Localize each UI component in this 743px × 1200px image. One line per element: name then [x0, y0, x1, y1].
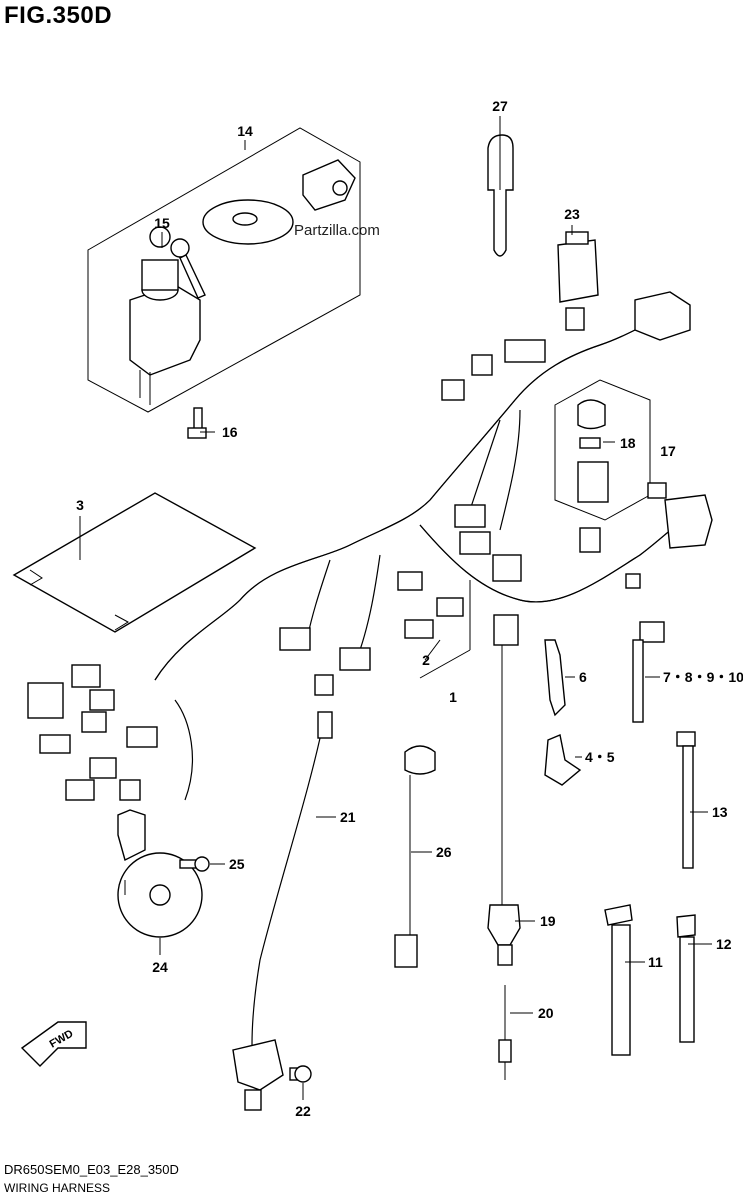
- o-ring-20: [498, 985, 512, 1080]
- ignition-switch: [129, 259, 201, 405]
- callout-3: 3: [76, 497, 84, 513]
- fuel-cap-lock: [202, 199, 294, 245]
- harness-connector-front-left: [27, 664, 158, 801]
- callout-20: 20: [538, 1005, 554, 1021]
- cable-tie-11: [604, 904, 633, 1056]
- callout-19: 19: [540, 913, 556, 929]
- starter-relay: [557, 231, 599, 331]
- cable-tie-13: [676, 731, 696, 869]
- harness-connector-mid: [279, 339, 601, 696]
- screw-22: [289, 1065, 312, 1083]
- forward-arrow: FWD: [20, 1021, 87, 1067]
- callout-12: 12: [716, 936, 732, 952]
- callout-24: 24: [152, 959, 168, 975]
- seat-lock-cylinder: [302, 159, 356, 211]
- callout-2: 2: [422, 652, 430, 668]
- ignition-key: [149, 226, 206, 299]
- leader-lines: [79, 116, 712, 1100]
- callout-17: 17: [660, 443, 676, 459]
- horn: [117, 809, 203, 938]
- fuse-box-parts: [577, 399, 609, 503]
- callout-22: 22: [295, 1103, 311, 1119]
- switch-lead-19: [487, 614, 521, 966]
- instruction-sheet: [12, 492, 257, 633]
- clamp-6: [544, 639, 566, 717]
- callout-4-5: 4・5: [585, 749, 615, 765]
- cable-tie-7-10: [632, 621, 665, 723]
- clamp-4-5: [544, 734, 582, 786]
- watermark: Partzilla.com: [294, 222, 380, 239]
- callout-13: 13: [712, 804, 728, 820]
- horn-bolt: [179, 856, 210, 872]
- main-wiring-harness: [154, 309, 691, 801]
- callout-18: 18: [620, 435, 636, 451]
- figure-title: FIG.350D: [4, 2, 113, 29]
- callout-15: 15: [154, 215, 170, 231]
- figure-name: WIRING HARNESS: [4, 1181, 111, 1195]
- callout-labels: 14 15 16 3 27 23 18 17 1 2 6 7・8・9・10 4・…: [76, 98, 743, 1119]
- key-blank: [487, 134, 514, 257]
- callout-7-8-9-10: 7・8・9・10: [663, 669, 743, 685]
- cable-tie-12: [676, 914, 696, 1043]
- model-code: DR650SEM0_E03_E28_350D: [4, 1162, 179, 1177]
- callout-23: 23: [564, 206, 580, 222]
- callout-16: 16: [222, 424, 238, 440]
- harness-connector-rear-right: [625, 291, 713, 589]
- callout-14: 14: [237, 123, 253, 139]
- callout-27: 27: [492, 98, 508, 114]
- callout-26: 26: [436, 844, 452, 860]
- callout-21: 21: [340, 809, 356, 825]
- sensor-26: [394, 745, 436, 968]
- side-stand-switch: [232, 711, 333, 1111]
- callout-1: 1: [449, 689, 457, 705]
- callout-11: 11: [648, 954, 663, 970]
- bolt-16: [187, 407, 207, 439]
- callout-6: 6: [579, 669, 587, 685]
- callout-25: 25: [229, 856, 245, 872]
